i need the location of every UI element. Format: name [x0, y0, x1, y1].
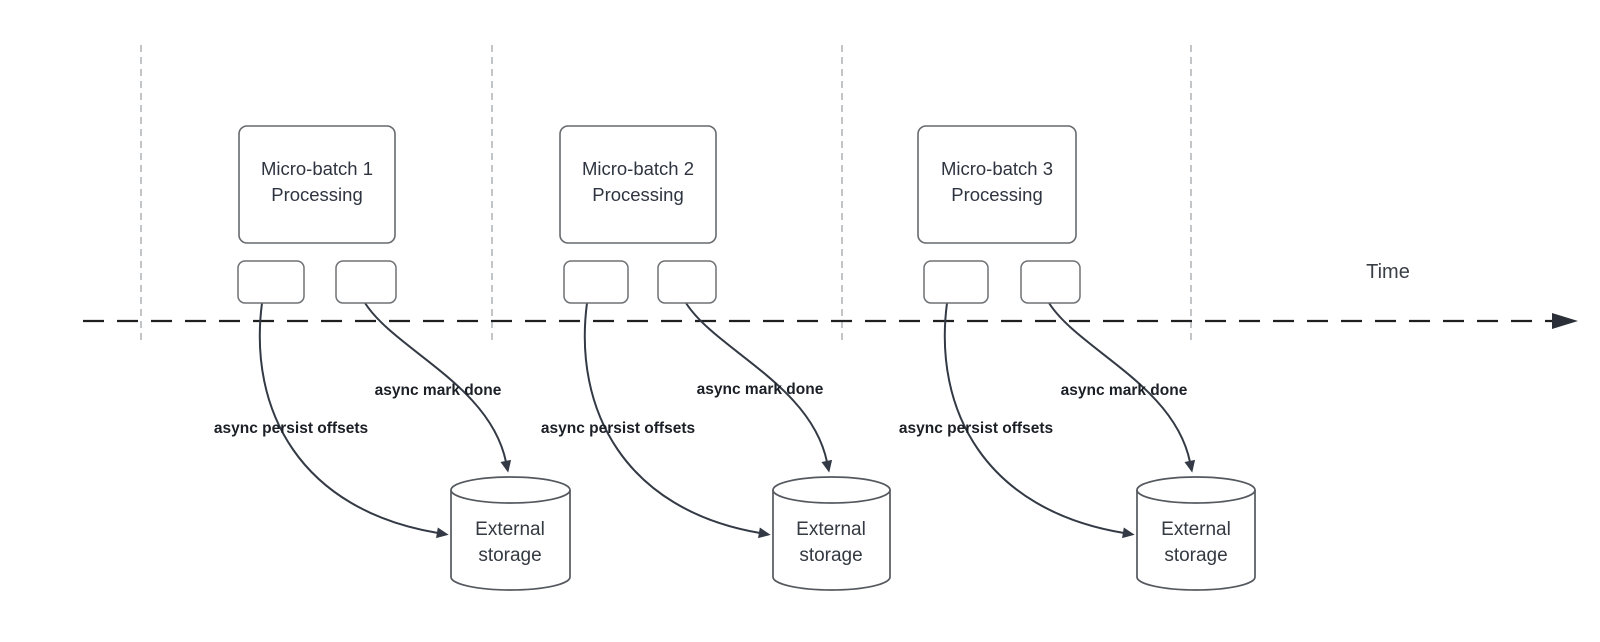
cylinder-body	[772, 490, 891, 591]
persist-offsets-label: async persist offsets	[899, 420, 1053, 437]
mark-done-arrow	[1048, 302, 1196, 473]
mark-done-label: async mark done	[697, 381, 824, 398]
micro-batch-title: Micro-batch 2	[582, 158, 694, 179]
time-axis: Time	[83, 261, 1578, 329]
micro-batch-subtitle: Processing	[951, 184, 1043, 205]
persist-offsets-task-box	[237, 260, 305, 304]
storage-label-line2: storage	[799, 545, 862, 566]
micro-batch-1-box	[238, 125, 396, 244]
persist-offsets-task-box	[923, 260, 989, 304]
storage-label-line1: External	[1161, 519, 1231, 540]
micro-batch-2-box	[559, 125, 717, 244]
micro-batch-title: Micro-batch 3	[941, 158, 1053, 179]
micro-batch-1-group: Micro-batch 1 Processing External storag…	[214, 125, 571, 591]
time-axis-arrowhead-icon	[1552, 313, 1578, 329]
mark-done-task-box	[1020, 260, 1081, 304]
time-axis-label: Time	[1366, 261, 1410, 283]
persist-offsets-arrow	[258, 302, 449, 539]
micro-batch-3-group: Micro-batch 3 Processing External storag…	[899, 125, 1256, 591]
persist-offsets-label: async persist offsets	[541, 420, 695, 437]
storage-label-line1: External	[475, 519, 545, 540]
cylinder-body	[450, 490, 571, 591]
persist-offsets-arrow	[583, 302, 771, 539]
storage-label-line2: storage	[1164, 545, 1227, 566]
cylinder-top	[450, 476, 571, 504]
persist-offsets-label: async persist offsets	[214, 420, 368, 437]
storage-label-line2: storage	[478, 545, 541, 566]
mark-done-arrow	[364, 302, 512, 473]
cylinder-body	[1136, 490, 1256, 591]
external-storage-cylinder: External storage	[772, 476, 891, 591]
micro-batch-2-group: Micro-batch 2 Processing External storag…	[541, 125, 891, 591]
micro-batch-3-box	[917, 125, 1077, 244]
mark-done-task-box	[335, 260, 397, 304]
persist-offsets-task-box	[563, 260, 629, 304]
mark-done-label: async mark done	[375, 382, 502, 399]
storage-label-line1: External	[796, 519, 866, 540]
external-storage-cylinder: External storage	[450, 476, 571, 591]
micro-batch-subtitle: Processing	[271, 184, 363, 205]
mark-done-task-box	[657, 260, 717, 304]
micro-batch-subtitle: Processing	[592, 184, 684, 205]
mark-done-label: async mark done	[1061, 382, 1188, 399]
external-storage-cylinder: External storage	[1136, 476, 1256, 591]
micro-batch-title: Micro-batch 1	[261, 158, 373, 179]
cylinder-top	[772, 476, 891, 504]
cylinder-top	[1136, 476, 1256, 504]
mark-done-arrow	[685, 302, 833, 473]
persist-offsets-arrow	[943, 302, 1135, 539]
